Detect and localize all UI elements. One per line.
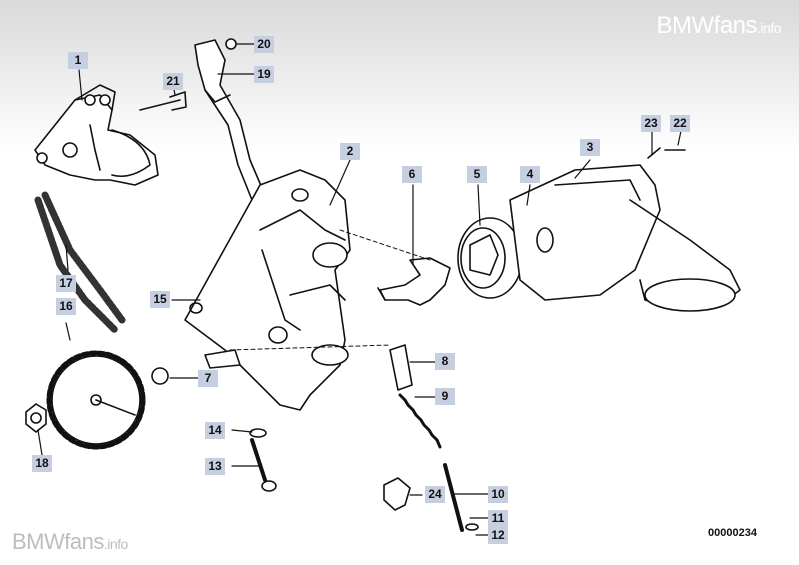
part-label-12[interactable]: 12 [488,527,508,544]
part-label-5[interactable]: 5 [467,166,487,183]
part-label-20[interactable]: 20 [254,36,274,53]
part-label-24[interactable]: 24 [425,486,445,503]
part-label-23[interactable]: 23 [641,115,661,132]
part-1-drawing [34,84,159,186]
relief-valve-drawing [383,344,479,532]
part-label-7[interactable]: 7 [198,370,218,387]
assembly-guide-line [339,229,431,261]
part-19-drawing [139,38,266,201]
part-label-10[interactable]: 10 [488,486,508,503]
part-label-13[interactable]: 13 [205,458,225,475]
part-7-drawing [151,367,169,385]
part-label-15[interactable]: 15 [150,291,170,308]
part-label-16[interactable]: 16 [56,298,76,315]
part-label-9[interactable]: 9 [435,388,455,405]
part-label-22[interactable]: 22 [670,115,690,132]
part-label-17[interactable]: 17 [56,275,76,292]
chain-and-sprocket-drawing [25,191,146,450]
part-label-14[interactable]: 14 [205,422,225,439]
part-label-1[interactable]: 1 [68,52,88,69]
assembly-guide-line [229,344,391,351]
part-label-8[interactable]: 8 [435,353,455,370]
diagram-code: 00000234 [708,527,757,539]
part-label-3[interactable]: 3 [580,139,600,156]
watermark-bottom: BMWfans.info [12,529,128,554]
part-label-4[interactable]: 4 [520,166,540,183]
part-5-drawing [457,217,523,299]
part-2-drawing [184,169,351,411]
part-6-drawing [377,257,451,306]
part-label-6[interactable]: 6 [402,166,422,183]
watermark-top: BMWfans.info [656,12,782,39]
part-label-2[interactable]: 2 [340,143,360,160]
part-label-11[interactable]: 11 [488,510,508,527]
part-3-4-drawing [509,147,741,312]
part-label-18[interactable]: 18 [32,455,52,472]
part-label-21[interactable]: 21 [163,73,183,90]
bolt-13-drawing [249,428,277,492]
part-label-19[interactable]: 19 [254,66,274,83]
